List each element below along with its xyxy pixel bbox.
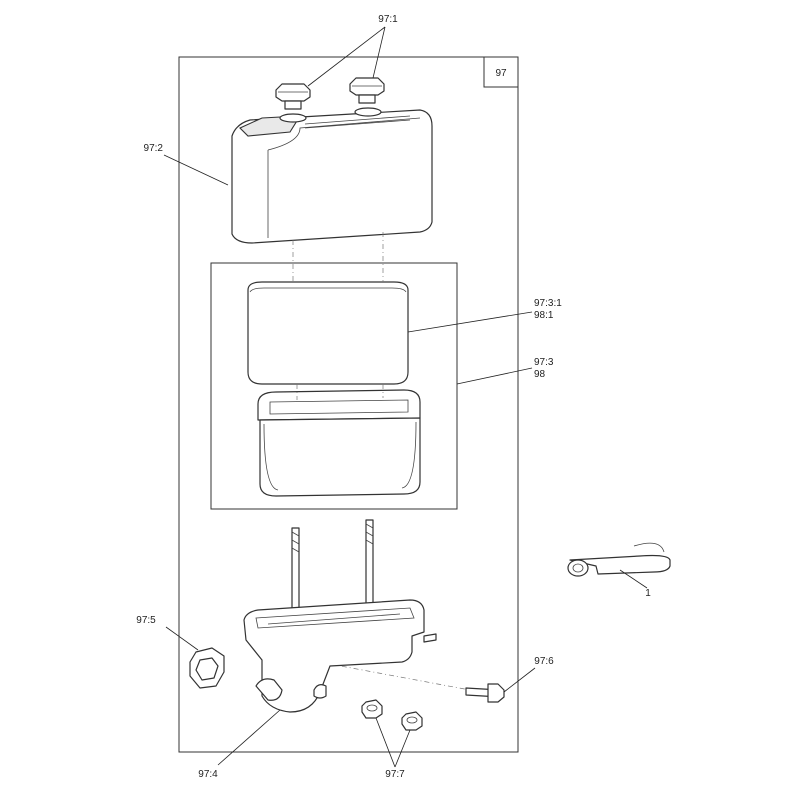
callout-filter-a: 97:3 [534, 357, 554, 368]
gasket [189, 647, 225, 689]
filter-frame [210, 262, 458, 510]
callout-tube: 1 [645, 588, 651, 599]
pre-cleaner [247, 281, 409, 385]
breather-tube [567, 542, 671, 577]
cap-screw-left [275, 83, 311, 110]
cap-screw-right [349, 77, 385, 104]
nut-right [401, 711, 423, 731]
bolt [465, 683, 505, 703]
callout-gasket: 97:5 [136, 615, 156, 626]
nut-left [361, 699, 383, 719]
assembly-index-label: 97 [495, 68, 507, 79]
air-cleaner-base [243, 599, 437, 713]
air-cleaner-cover [231, 107, 433, 244]
callout-bolt: 97:6 [534, 656, 554, 667]
callout-cover: 97:2 [144, 143, 164, 154]
callout-filter-b: 98 [534, 369, 546, 380]
leader-lines [163, 26, 648, 768]
filter-element [257, 389, 421, 497]
callout-cap-screws: 97:1 [378, 14, 398, 25]
callout-base: 97:4 [198, 769, 218, 780]
assembly-frame [178, 56, 519, 753]
callout-pre-cleaner-b: 98:1 [534, 310, 554, 321]
base-studs [291, 519, 374, 613]
callout-pre-cleaner-a: 97:3:1 [534, 298, 562, 309]
callout-nuts: 97:7 [385, 769, 405, 780]
assembly-centerlines [292, 232, 471, 691]
